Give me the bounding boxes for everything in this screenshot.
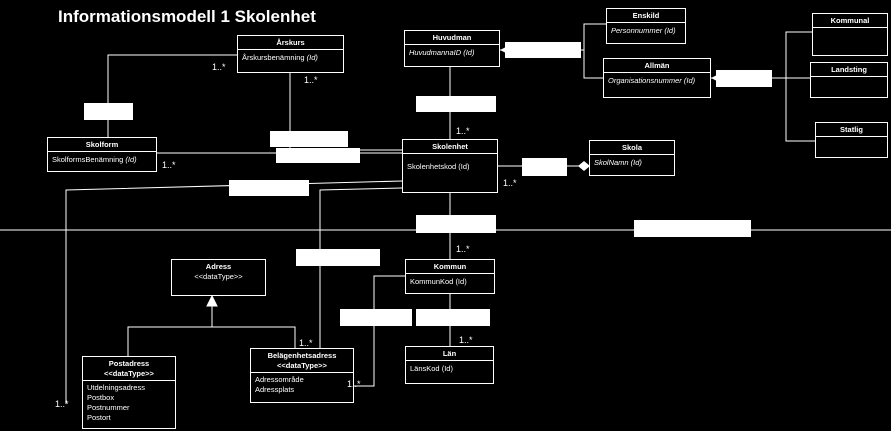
class-attribute-id: (Id) xyxy=(306,53,318,62)
multiplicity-label: 1..* xyxy=(212,62,226,72)
connector-belagenhet-adress xyxy=(212,326,296,348)
class-name: Postadress xyxy=(108,359,150,368)
class-attribute: LänsKod (Id) xyxy=(410,364,453,373)
class-attribute: Årskursbenämning xyxy=(242,53,305,62)
multiplicity-label: 1..* xyxy=(162,160,176,170)
connector-skolenhet-belagenhet xyxy=(319,187,403,348)
class-kommun: Kommun KommunKod (Id) xyxy=(405,259,495,294)
class-attribute: Postnummer xyxy=(87,403,130,412)
redacted-label xyxy=(416,309,490,326)
redacted-label xyxy=(340,309,412,326)
class-attribute: Organisationsnummer (Id) xyxy=(608,76,696,85)
redacted-label xyxy=(416,96,496,112)
multiplicity-label: 1..* xyxy=(459,335,473,345)
class-name: Län xyxy=(406,347,493,361)
class-name: Adress xyxy=(205,262,232,271)
class-name: Årskurs xyxy=(238,36,343,50)
class-name: Landsting xyxy=(811,63,887,77)
class-postadress: Postadress <<dataType>> Utdelningsadress… xyxy=(82,356,176,429)
class-attribute: Postort xyxy=(87,413,111,422)
multiplicity-label: 1..* xyxy=(347,379,361,389)
class-name: Kommun xyxy=(406,260,494,274)
redacted-label xyxy=(229,180,309,196)
class-name: Skola xyxy=(590,141,674,155)
class-attribute-id: (Id) xyxy=(125,155,137,164)
generalization-arrowhead xyxy=(206,294,218,307)
class-skolenhet: Skolenhet Skolenhetskod (Id) xyxy=(402,139,498,193)
multiplicity-label: 1..* xyxy=(55,399,69,409)
class-name: Statlig xyxy=(816,123,887,137)
multiplicity-label: 1..* xyxy=(456,126,470,136)
redacted-label xyxy=(416,215,496,233)
class-stereotype: <<dataType>> xyxy=(194,272,243,281)
redacted-label xyxy=(84,103,133,120)
class-arskurs: Årskurs Årskursbenämning (Id) xyxy=(237,35,344,73)
redacted-label xyxy=(634,220,751,237)
class-skolform: Skolform SkolformsBenämning (Id) xyxy=(47,137,157,172)
class-enskild: Enskild Personnummer (Id) xyxy=(606,8,686,44)
class-name: Belägenhetsadress xyxy=(267,351,337,360)
class-name: Skolenhet xyxy=(403,140,497,154)
class-attribute: HuvudmannaID (Id) xyxy=(409,48,475,57)
class-attribute: KommunKod (Id) xyxy=(410,277,467,286)
class-huvudman: Huvudman HuvudmannaID (Id) xyxy=(404,30,500,67)
connector-enskild-huvudman xyxy=(583,23,606,50)
redacted-label xyxy=(505,42,581,58)
class-name: Kommunal xyxy=(813,14,887,28)
class-stereotype: <<dataType>> xyxy=(104,369,154,378)
redacted-label xyxy=(716,70,772,87)
class-landsting: Landsting xyxy=(810,62,888,98)
redacted-label xyxy=(270,131,348,147)
class-attribute: Postbox xyxy=(87,393,115,402)
class-attribute: Adressområde xyxy=(255,375,304,384)
class-attribute: SkolformsBenämning xyxy=(52,155,124,164)
class-belagenhetsadress: Belägenhetsadress <<dataType>> Adressomr… xyxy=(250,348,354,403)
skola-diamond xyxy=(578,161,590,171)
class-adress: Adress <<dataType>> xyxy=(171,259,266,296)
class-skola: Skola SkolNamn (Id) xyxy=(589,140,675,176)
multiplicity-label: 1..* xyxy=(304,75,318,85)
class-lan: Län LänsKod (Id) xyxy=(405,346,494,384)
diagram-title: Informationsmodell 1 Skolenhet xyxy=(58,7,316,26)
redacted-label xyxy=(296,249,380,266)
class-attribute: Personnummer (Id) xyxy=(611,26,676,35)
class-attribute: Skolenhetskod (Id) xyxy=(407,162,470,171)
class-name: Allmän xyxy=(604,59,710,73)
class-kommunal: Kommunal xyxy=(812,13,888,56)
class-name: Skolform xyxy=(48,138,156,152)
class-attribute: SkolNamn (Id) xyxy=(594,158,642,167)
class-allman: Allmän Organisationsnummer (Id) xyxy=(603,58,711,98)
class-name: Huvudman xyxy=(405,31,499,45)
class-statlig: Statlig xyxy=(815,122,888,158)
multiplicity-label: 1..* xyxy=(456,244,470,254)
multiplicity-label: 1..* xyxy=(503,178,517,188)
connector-postadress-adress xyxy=(127,326,212,356)
class-attribute: Adressplats xyxy=(255,385,295,394)
connector-statlig-allman xyxy=(785,78,815,142)
redacted-label xyxy=(276,148,360,163)
class-stereotype: <<dataType>> xyxy=(277,361,327,370)
connector-kommun-belagenhet xyxy=(354,275,405,387)
connector-kommunal-allman xyxy=(785,31,812,78)
class-attribute: Utdelningsadress xyxy=(87,383,145,392)
multiplicity-label: 1..* xyxy=(299,338,313,348)
class-name: Enskild xyxy=(607,9,685,23)
redacted-label xyxy=(522,158,567,176)
